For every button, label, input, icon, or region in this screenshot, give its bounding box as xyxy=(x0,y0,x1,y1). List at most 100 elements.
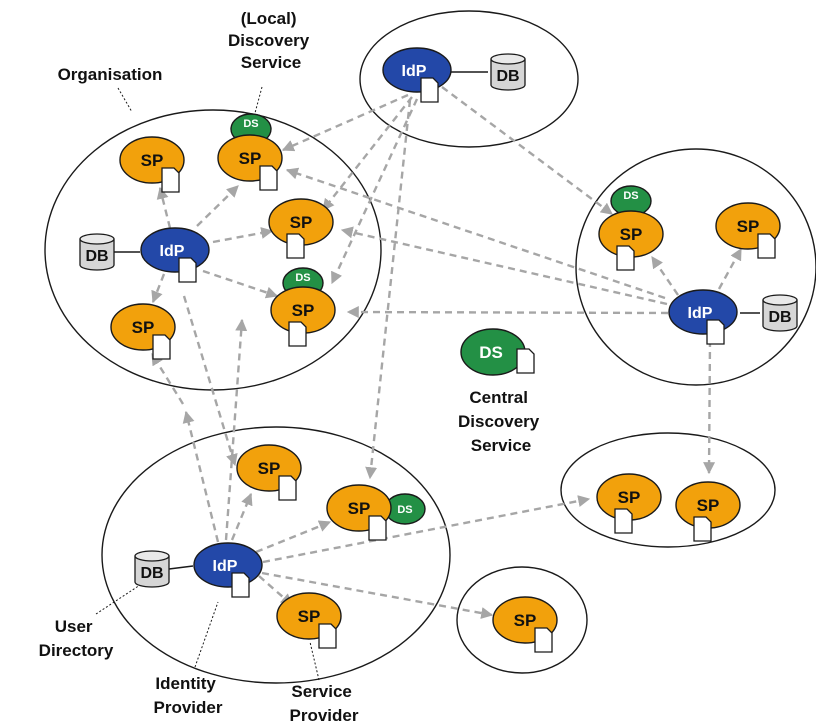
database-top xyxy=(490,53,526,65)
trust-arrow xyxy=(330,98,419,285)
trust-arrow xyxy=(717,247,743,290)
service-provider-sp-4: SP xyxy=(270,286,336,347)
discovery-service-label: DS xyxy=(243,118,258,130)
trust-arrow xyxy=(261,571,494,619)
label-local-ds-line: (Local) xyxy=(241,9,297,28)
service-provider-label: SP xyxy=(618,488,641,507)
metadata-document-icon xyxy=(693,516,712,542)
service-provider-label: SP xyxy=(697,496,720,515)
label-central-discovery-service: Central Discovery Service xyxy=(458,388,544,455)
leader-organisation xyxy=(117,87,133,113)
label-local-discovery-service: (Local) Discovery Service xyxy=(228,9,314,72)
trust-arrow xyxy=(151,273,166,304)
service-provider-sp-8: SP xyxy=(236,444,302,501)
discovery-service-label: DS xyxy=(479,343,503,362)
label-user-directory-line: Directory xyxy=(39,641,114,660)
metadata-document-icon xyxy=(757,233,776,259)
database-db-main: DB xyxy=(79,233,115,271)
label-organisation: Organisation xyxy=(58,65,163,84)
service-provider-sp-3: SP xyxy=(268,198,334,259)
metadata-document-icon xyxy=(368,515,387,541)
database-cylinder-icon xyxy=(134,556,170,588)
label-service-provider: Service Provider xyxy=(290,682,359,725)
trust-arrow xyxy=(285,167,666,300)
service-provider-label: SP xyxy=(348,499,371,518)
trust-arrow xyxy=(651,256,679,296)
connector-line xyxy=(168,565,194,570)
service-provider-sp-5: SP xyxy=(110,303,176,360)
service-provider-sp-9: SP xyxy=(326,484,392,541)
identity-provider-label: IdP xyxy=(160,243,185,260)
database-cylinder-icon xyxy=(79,239,115,271)
label-identity-provider: Identity Provider xyxy=(154,674,223,717)
central-discovery-service: DS xyxy=(460,328,535,376)
identity-provider-label: IdP xyxy=(688,305,713,322)
trust-arrow xyxy=(150,352,185,405)
service-provider-label: SP xyxy=(290,213,313,232)
metadata-document-icon xyxy=(178,257,197,283)
service-provider-label: SP xyxy=(292,301,315,320)
trust-arrow xyxy=(346,306,669,319)
metadata-document-icon xyxy=(614,508,633,534)
label-service-provider-line: Service xyxy=(291,682,352,701)
idp-db-connectors xyxy=(112,71,760,570)
metadata-document-icon xyxy=(534,627,553,653)
trust-arrow xyxy=(703,339,716,475)
service-provider-sp-7: SP xyxy=(715,202,781,259)
organisation-boundary-right-small xyxy=(560,432,776,548)
leader-local-ds xyxy=(254,86,263,114)
service-provider-sp-11: SP xyxy=(596,473,662,534)
label-service-provider-line: Provider xyxy=(290,706,359,725)
metadata-document-icon xyxy=(152,334,171,360)
trust-arrow xyxy=(212,227,274,244)
metadata-document-icon xyxy=(259,165,278,191)
trust-arrow xyxy=(255,520,332,554)
label-central-ds-line: Service xyxy=(471,436,532,455)
service-provider-sp-13: SP xyxy=(492,596,558,653)
organisation-boundary-top xyxy=(359,10,579,148)
metadata-document-icon xyxy=(286,233,305,259)
database-label: DB xyxy=(496,68,519,85)
identity-provider-idp-right: IdP xyxy=(668,289,738,345)
database-label: DB xyxy=(85,248,108,265)
identity-provider-label: IdP xyxy=(213,558,238,575)
service-provider-sp-10: SP xyxy=(276,592,342,649)
database-db-right: DB xyxy=(762,294,798,332)
metadata-document-icon xyxy=(278,475,297,501)
label-central-ds-line: Central xyxy=(469,388,528,407)
service-provider-label: SP xyxy=(141,151,164,170)
identity-provider-idp-main: IdP xyxy=(140,227,210,283)
discovery-service-label: DS xyxy=(295,272,310,284)
service-provider-sp-2: SP xyxy=(217,134,283,191)
service-provider-label: SP xyxy=(737,217,760,236)
label-local-ds-line: Discovery xyxy=(228,31,310,50)
database-label: DB xyxy=(140,565,163,582)
service-provider-label: SP xyxy=(298,607,321,626)
label-user-directory-line: User xyxy=(55,617,93,636)
trust-arrow xyxy=(340,226,668,306)
service-provider-label: SP xyxy=(620,225,643,244)
database-cylinder-icon xyxy=(490,59,526,91)
nodes: DS DS DS DS SP SP SP SP SP SP SP SP SP SP SP SP SP IdP IdP… xyxy=(79,47,798,653)
service-provider-label: SP xyxy=(239,149,262,168)
discovery-service-ds-bottom: DS xyxy=(384,493,426,525)
trust-arrow xyxy=(182,410,220,543)
metadata-document-icon xyxy=(318,623,337,649)
trust-arrow xyxy=(281,93,409,152)
discovery-service-label: DS xyxy=(623,190,638,202)
label-central-ds-line: Discovery xyxy=(458,412,540,431)
trust-arrow xyxy=(202,269,279,299)
leader-identity-provider xyxy=(194,601,219,668)
database-label: DB xyxy=(768,309,791,326)
metadata-document-icon xyxy=(420,77,439,103)
trust-arrow xyxy=(196,185,239,227)
annotations: Organisation (Local) Discovery Service C… xyxy=(39,9,544,725)
annotation-leaders xyxy=(95,86,320,681)
database-db-top: DB xyxy=(490,53,526,91)
service-provider-sp-6: SP xyxy=(598,210,664,271)
trust-arrow xyxy=(224,318,248,541)
trust-arrow xyxy=(230,492,253,541)
trust-arrow xyxy=(182,295,238,467)
database-top xyxy=(762,294,798,306)
